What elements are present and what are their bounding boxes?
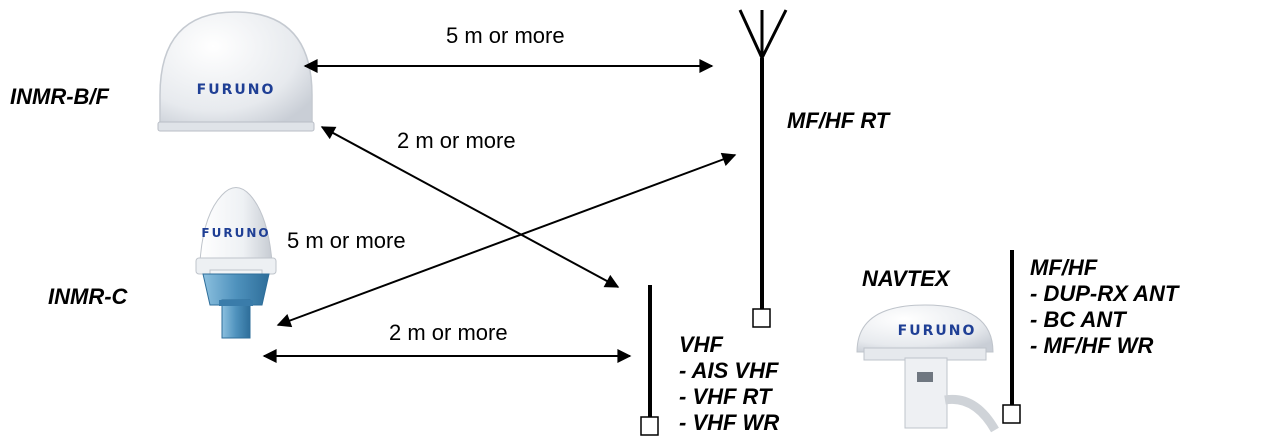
mfhf-antenna <box>1002 250 1021 424</box>
vhf-label-group: VHF - AIS VHF - VHF RT - VHF WR <box>679 332 779 436</box>
distance-c-to-vhf: 2 m or more <box>389 320 508 345</box>
vhf-label-title: VHF <box>679 332 723 357</box>
arrow-c-to-mfhf <box>276 152 737 328</box>
vhf-label-wr: - VHF WR <box>679 410 780 435</box>
navtex-label: NAVTEX <box>862 266 950 291</box>
vhf-antenna <box>640 285 659 436</box>
mfhf-label-wr: - MF/HF WR <box>1030 333 1154 358</box>
mfhf-rt-label: MF/HF RT <box>787 108 890 133</box>
navtex-brand: FURUNO <box>898 323 977 339</box>
inmr-c-label: INMR-C <box>48 284 128 309</box>
vhf-label-rt: - VHF RT <box>679 384 772 409</box>
mfhf-rt-antenna <box>738 9 788 328</box>
mfhf-label-group: MF/HF - DUP-RX ANT - BC ANT - MF/HF WR <box>1030 255 1178 359</box>
inmr-c-antenna-image: FURUNO <box>195 187 277 339</box>
inmr-bf-label: INMR-B/F <box>10 84 109 109</box>
mfhf-label-duprx: - DUP-RX ANT <box>1030 281 1179 306</box>
mfhf-label-bc: - BC ANT <box>1030 307 1126 332</box>
vhf-label-ais: - AIS VHF <box>679 358 779 383</box>
distance-bf-to-vhf: 2 m or more <box>397 128 516 153</box>
inmr-bf-brand: FURUNO <box>197 82 276 98</box>
navtex-antenna-image: FURUNO <box>856 304 999 433</box>
mfhf-label-title: MF/HF <box>1030 255 1098 280</box>
distance-bf-to-mfhf: 5 m or more <box>446 23 565 48</box>
distance-c-to-mfhf: 5 m or more <box>287 228 406 253</box>
inmr-bf-dome-image: FURUNO <box>157 11 315 132</box>
inmr-c-brand: FURUNO <box>201 226 270 240</box>
